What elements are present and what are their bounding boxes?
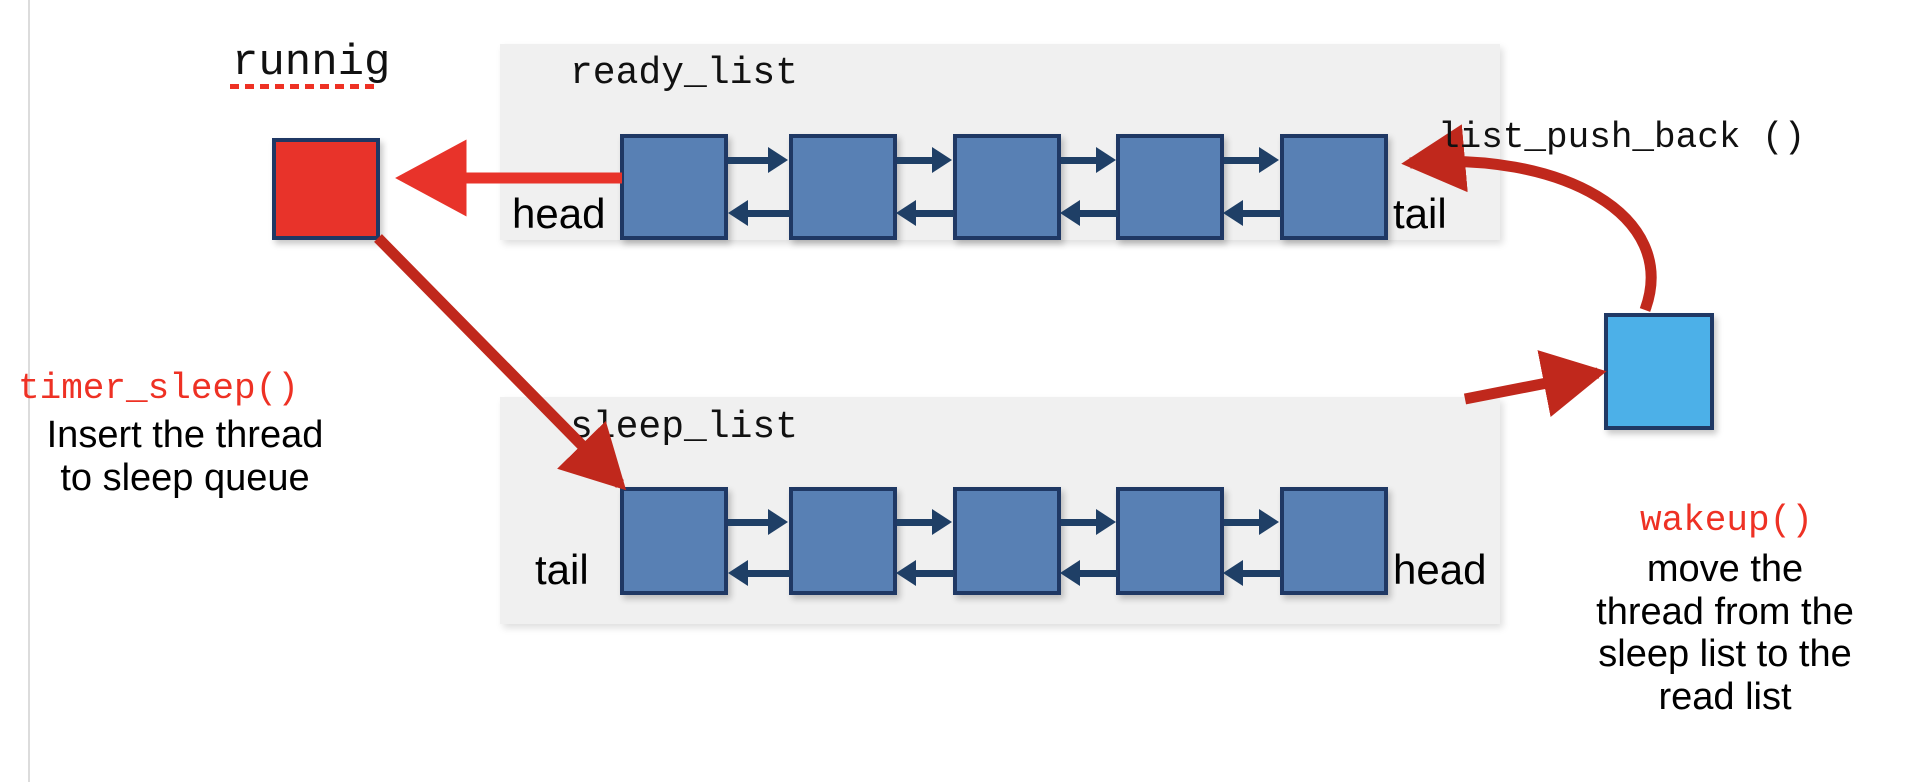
sleep-list-tail-label: tail: [535, 546, 589, 593]
sleep-link-back-1-arrowhead-icon: [728, 560, 748, 586]
sleep-link-back-3-arrowhead-icon: [1060, 560, 1080, 586]
wakeup-code-label: wakeup(): [1640, 500, 1813, 541]
ready-link-back-4: [1241, 210, 1281, 217]
sleep-list-head-label: head: [1393, 546, 1487, 593]
ready-link-back-1-arrowhead-icon: [728, 200, 748, 226]
sleep-link-back-4: [1241, 570, 1281, 577]
ready-link-fwd-1-arrowhead-icon: [768, 147, 788, 173]
sleep-link-fwd-1-arrowhead-icon: [768, 509, 788, 535]
sleep-list-title: sleep_list: [570, 406, 799, 449]
ready-link-fwd-2-arrowhead-icon: [932, 147, 952, 173]
arrow-wakeup-from-sleep-list: [1463, 350, 1607, 418]
ready-list-node-1[interactable]: [620, 134, 728, 240]
timer-sleep-code-label: timer_sleep(): [18, 368, 299, 409]
sleep-list-node-2[interactable]: [789, 487, 897, 595]
slide-left-rule: [28, 0, 30, 782]
sleep-link-back-2: [914, 570, 954, 577]
wakeup-desc-line-4: read list: [1658, 675, 1792, 718]
list-push-back-label: list_push_back (): [1438, 117, 1806, 158]
ready-list-tail-label: tail: [1393, 190, 1447, 237]
ready-link-fwd-2: [897, 157, 935, 164]
ready-link-back-3: [1078, 210, 1118, 217]
sleep-link-fwd-3: [1061, 519, 1099, 526]
ready-link-back-2: [914, 210, 954, 217]
running-thread-node[interactable]: [272, 138, 380, 240]
ready-link-back-1: [746, 210, 790, 217]
ready-list-head-label: head: [512, 190, 606, 237]
wakeup-desc-line-2: thread from the: [1596, 590, 1854, 633]
timer-sleep-desc-line-1: Insert the thread: [46, 414, 324, 456]
sleep-link-fwd-2: [897, 519, 935, 526]
ready-link-fwd-3-arrowhead-icon: [1096, 147, 1116, 173]
sleep-link-fwd-1: [728, 519, 772, 526]
ready-link-fwd-4: [1224, 157, 1262, 164]
wakeup-desc-line-3: sleep list to the: [1598, 633, 1852, 676]
ready-list-node-3[interactable]: [953, 134, 1061, 240]
sleep-link-fwd-4: [1224, 519, 1262, 526]
spellcheck-underline-icon: [230, 84, 376, 89]
ready-list-node-5[interactable]: [1280, 134, 1388, 240]
ready-link-fwd-1: [728, 157, 772, 164]
ready-link-back-2-arrowhead-icon: [896, 200, 916, 226]
ready-list-node-2[interactable]: [789, 134, 897, 240]
ready-link-back-3-arrowhead-icon: [1060, 200, 1080, 226]
ready-link-fwd-4-arrowhead-icon: [1259, 147, 1279, 173]
ready-link-fwd-3: [1061, 157, 1099, 164]
ready-list-node-4[interactable]: [1116, 134, 1224, 240]
wakeup-desc-line-1: move the: [1646, 548, 1804, 590]
sleep-list-node-4[interactable]: [1116, 487, 1224, 595]
sleep-link-fwd-4-arrowhead-icon: [1259, 509, 1279, 535]
ready-link-back-4-arrowhead-icon: [1223, 200, 1243, 226]
sleep-link-fwd-2-arrowhead-icon: [932, 509, 952, 535]
woken-thread-node[interactable]: [1604, 313, 1714, 430]
sleep-list-node-1[interactable]: [620, 487, 728, 595]
sleep-link-fwd-3-arrowhead-icon: [1096, 509, 1116, 535]
sleep-link-back-1: [746, 570, 790, 577]
sleep-link-back-2-arrowhead-icon: [896, 560, 916, 586]
running-label: runnig: [232, 38, 391, 88]
sleep-list-node-3[interactable]: [953, 487, 1061, 595]
timer-sleep-desc-line-2: to sleep queue: [60, 456, 310, 499]
ready-list-title: ready_list: [570, 52, 799, 95]
sleep-link-back-4-arrowhead-icon: [1223, 560, 1243, 586]
sleep-list-node-5[interactable]: [1280, 487, 1388, 595]
sleep-link-back-3: [1078, 570, 1118, 577]
